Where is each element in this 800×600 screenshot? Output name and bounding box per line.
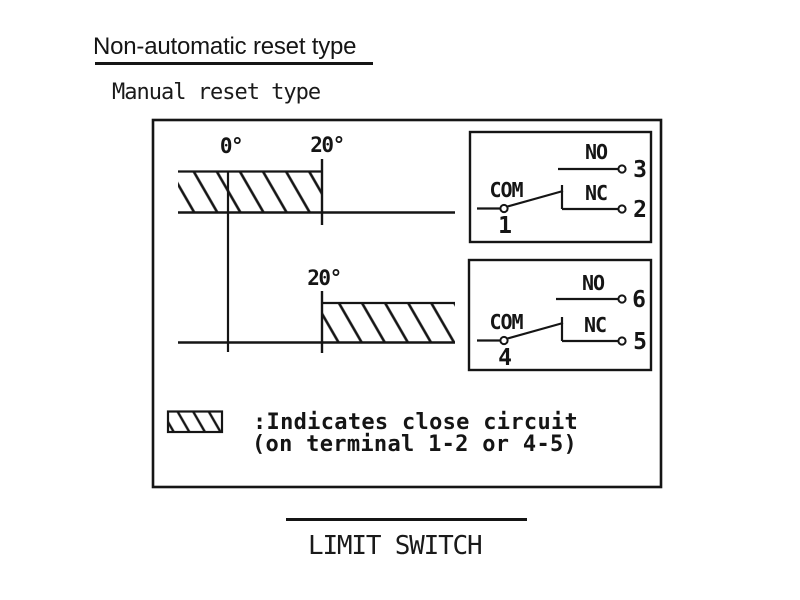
switch-lever-2 [507, 321, 564, 340]
com-label-1: COM [489, 178, 523, 202]
angle-label-20deg-2: 20° [307, 266, 340, 290]
legend-text-line1: :Indicates close circuit [253, 410, 578, 435]
main-frame [151, 118, 663, 489]
timing-diagram-2: 20° [178, 266, 455, 353]
no-label-2: NO [582, 271, 605, 295]
closed-circuit-hatch-region-1 [178, 172, 322, 212]
terminal-number-6: 6 [632, 287, 646, 313]
closed-circuit-hatch-region-2 [323, 304, 455, 343]
terminal-number-3: 3 [633, 157, 647, 183]
page-title: Non-automatic reset type [93, 33, 357, 60]
nc-label-1: NC [585, 181, 607, 205]
circuit-box-2 [467, 258, 653, 372]
footer-title: LIMIT SWITCH [308, 531, 483, 561]
footer-overline [286, 518, 527, 521]
terminal-number-5: 5 [633, 329, 647, 355]
no-label-1: NO [585, 140, 608, 164]
terminal-number-1: 1 [498, 213, 512, 239]
nc-label-2: NC [584, 313, 606, 337]
com-label-2: COM [489, 310, 523, 334]
nc-terminal-contact-2 [617, 336, 627, 346]
no-terminal-contact-1 [617, 164, 627, 174]
angle-label-20deg-1: 20° [310, 133, 343, 157]
timing-diagram-1: 0° 20° [178, 133, 455, 352]
com-terminal-contact-2 [499, 335, 509, 346]
circuit-schematic-2: NO NC COM 6 5 4 [467, 258, 653, 372]
legend: :Indicates close circuit (on terminal 1-… [166, 410, 578, 457]
angle-label-0deg: 0° [220, 134, 242, 158]
legend-hatch-swatch [166, 410, 224, 434]
terminal-number-2: 2 [633, 197, 647, 223]
circuit-schematic-1: NO NC COM 3 2 1 [468, 130, 653, 244]
page-subtitle: Manual reset type [112, 80, 321, 105]
circuit-box-1 [468, 130, 653, 244]
terminal-number-4: 4 [498, 345, 512, 371]
nc-terminal-contact-1 [617, 204, 627, 214]
legend-text-line2: (on terminal 1-2 or 4-5) [252, 432, 577, 457]
no-terminal-contact-2 [617, 294, 627, 304]
com-terminal-contact-1 [499, 203, 509, 214]
title-underline [95, 62, 373, 65]
switch-lever-1 [507, 189, 564, 208]
